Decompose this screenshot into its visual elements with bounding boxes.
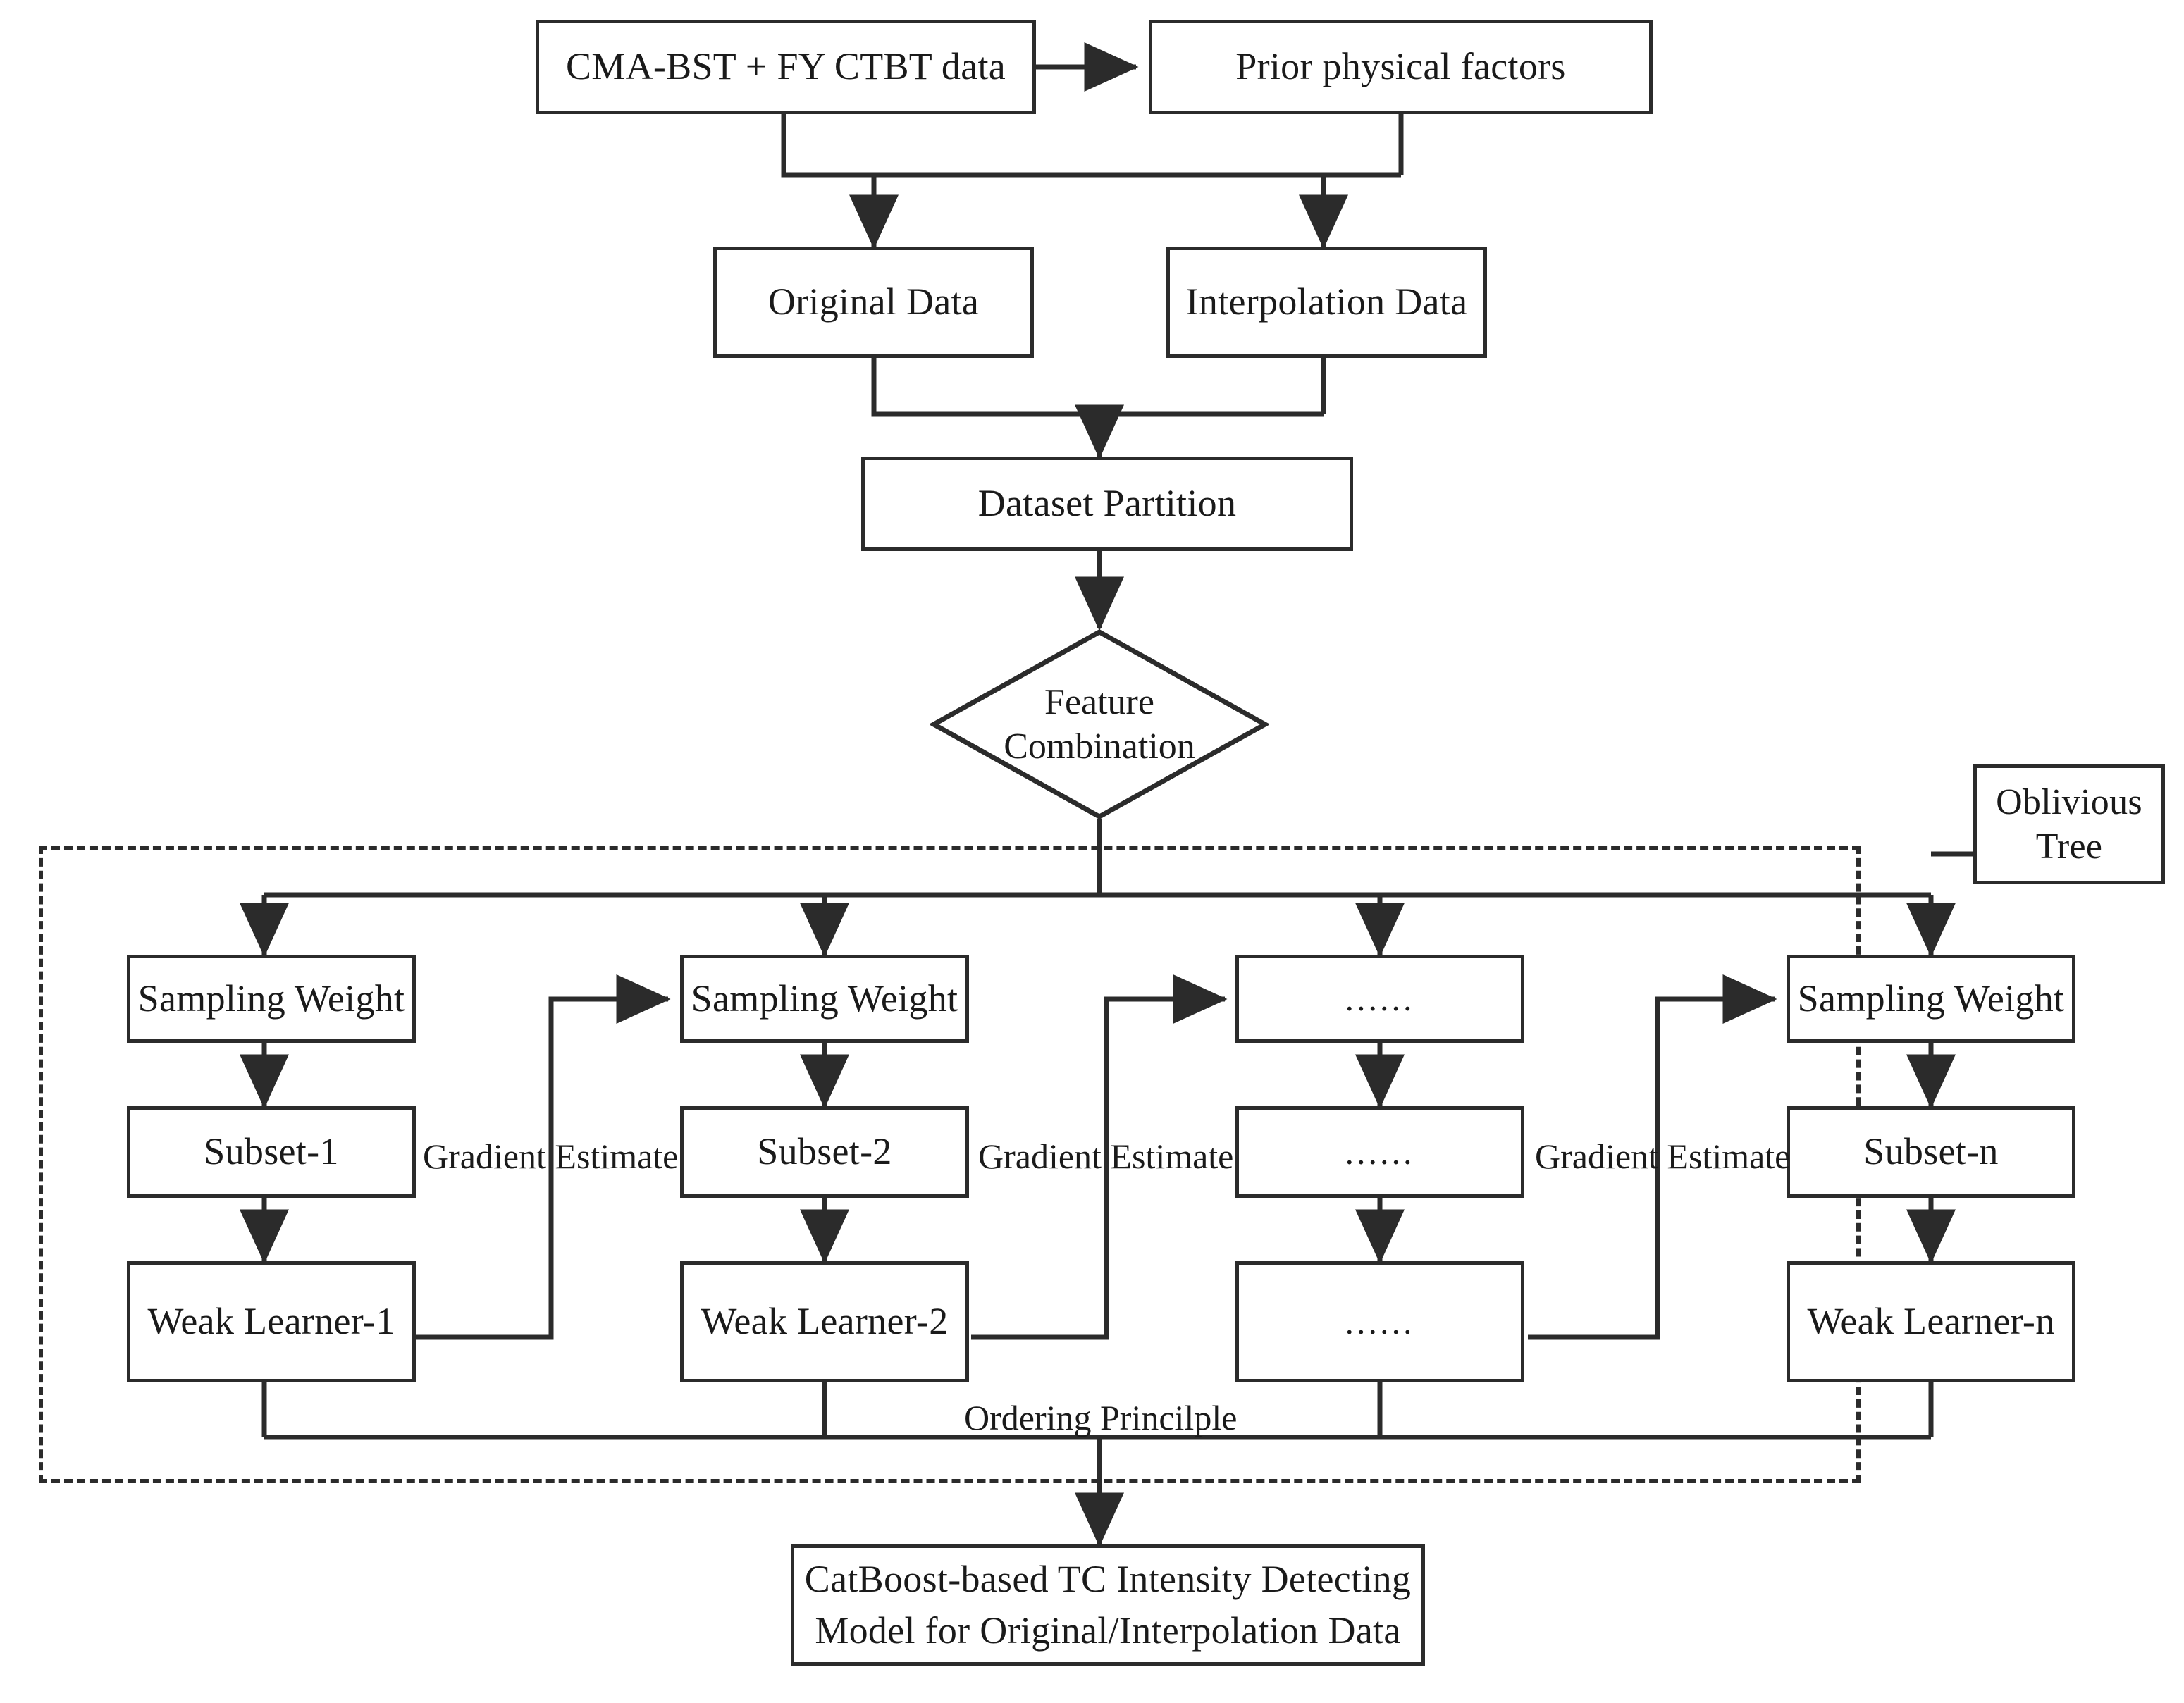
node-original-data[interactable]: Original Data [713, 247, 1034, 358]
node-subset-2-label: Subset-2 [757, 1130, 892, 1173]
node-prior-physical-factors[interactable]: Prior physical factors [1149, 20, 1653, 114]
node-subset-3-label: ...... [1345, 1132, 1415, 1172]
edge-label-gradient-estimate-3: Gradient Estimate [1535, 1137, 1791, 1176]
diamond-shape [930, 628, 1269, 820]
node-weak-learner-3[interactable]: ...... [1235, 1261, 1524, 1382]
feature-combination-line-1: Feature [1044, 681, 1154, 722]
node-final-model[interactable]: CatBoost-based TC Intensity Detecting Mo… [791, 1544, 1425, 1666]
oblivious-tree-line-2: Tree [2035, 826, 2103, 867]
node-dataset-partition-label: Dataset Partition [977, 482, 1237, 525]
node-weak-learner-4[interactable]: Weak Learner-n [1787, 1261, 2075, 1382]
node-source-data-label: CMA-BST + FY CTBT data [565, 45, 1006, 88]
node-sampling-weight-4-label: Sampling Weight [1797, 977, 2065, 1020]
node-dataset-partition[interactable]: Dataset Partition [861, 457, 1353, 551]
node-prior-physical-factors-label: Prior physical factors [1235, 45, 1566, 88]
node-subset-2[interactable]: Subset-2 [680, 1106, 969, 1198]
oblivious-tree-line-1: Oblivious [1996, 781, 2142, 822]
edge-label-gradient-estimate-2: Gradient Estimate [978, 1137, 1234, 1176]
edge-label-gradient-estimate-1: Gradient Estimate [423, 1137, 679, 1176]
node-sampling-weight-3[interactable]: ...... [1235, 955, 1524, 1043]
node-sampling-weight-4[interactable]: Sampling Weight [1787, 955, 2075, 1043]
node-original-data-label: Original Data [767, 280, 980, 323]
node-weak-learner-2[interactable]: Weak Learner-2 [680, 1261, 969, 1382]
node-weak-learner-3-label: ...... [1345, 1301, 1415, 1342]
node-weak-learner-2-label: Weak Learner-2 [701, 1300, 949, 1343]
node-weak-learner-1[interactable]: Weak Learner-1 [127, 1261, 416, 1382]
node-sampling-weight-2[interactable]: Sampling Weight [680, 955, 969, 1043]
node-feature-combination[interactable]: Feature Combination [930, 628, 1269, 820]
node-weak-learner-4-label: Weak Learner-n [1807, 1300, 2055, 1343]
node-sampling-weight-1[interactable]: Sampling Weight [127, 955, 416, 1043]
node-sampling-weight-1-label: Sampling Weight [137, 977, 405, 1020]
edge-label-ordering-principle: Ordering Princilple [964, 1398, 1238, 1437]
feature-combination-line-2: Combination [1004, 726, 1195, 767]
node-subset-4[interactable]: Subset-n [1787, 1106, 2075, 1198]
node-sampling-weight-3-label: ...... [1345, 979, 1415, 1018]
node-interpolation-data-label: Interpolation Data [1185, 280, 1468, 323]
final-model-line-2: Model for Original/Interpolation Data [815, 1609, 1401, 1652]
final-model-line-1: CatBoost-based TC Intensity Detecting [804, 1558, 1412, 1601]
node-sampling-weight-2-label: Sampling Weight [691, 977, 958, 1020]
node-subset-1-label: Subset-1 [204, 1130, 339, 1173]
node-subset-4-label: Subset-n [1863, 1130, 1999, 1173]
node-oblivious-tree-label: Oblivious Tree [1984, 780, 2154, 869]
node-subset-1[interactable]: Subset-1 [127, 1106, 416, 1198]
node-weak-learner-1-label: Weak Learner-1 [147, 1300, 395, 1343]
node-interpolation-data[interactable]: Interpolation Data [1166, 247, 1487, 358]
node-subset-3[interactable]: ...... [1235, 1106, 1524, 1198]
node-source-data[interactable]: CMA-BST + FY CTBT data [536, 20, 1036, 114]
node-final-model-label: CatBoost-based TC Intensity Detecting Mo… [801, 1554, 1414, 1656]
node-feature-combination-label: Feature Combination [1004, 680, 1195, 769]
node-oblivious-tree-label-box[interactable]: Oblivious Tree [1973, 764, 2165, 884]
